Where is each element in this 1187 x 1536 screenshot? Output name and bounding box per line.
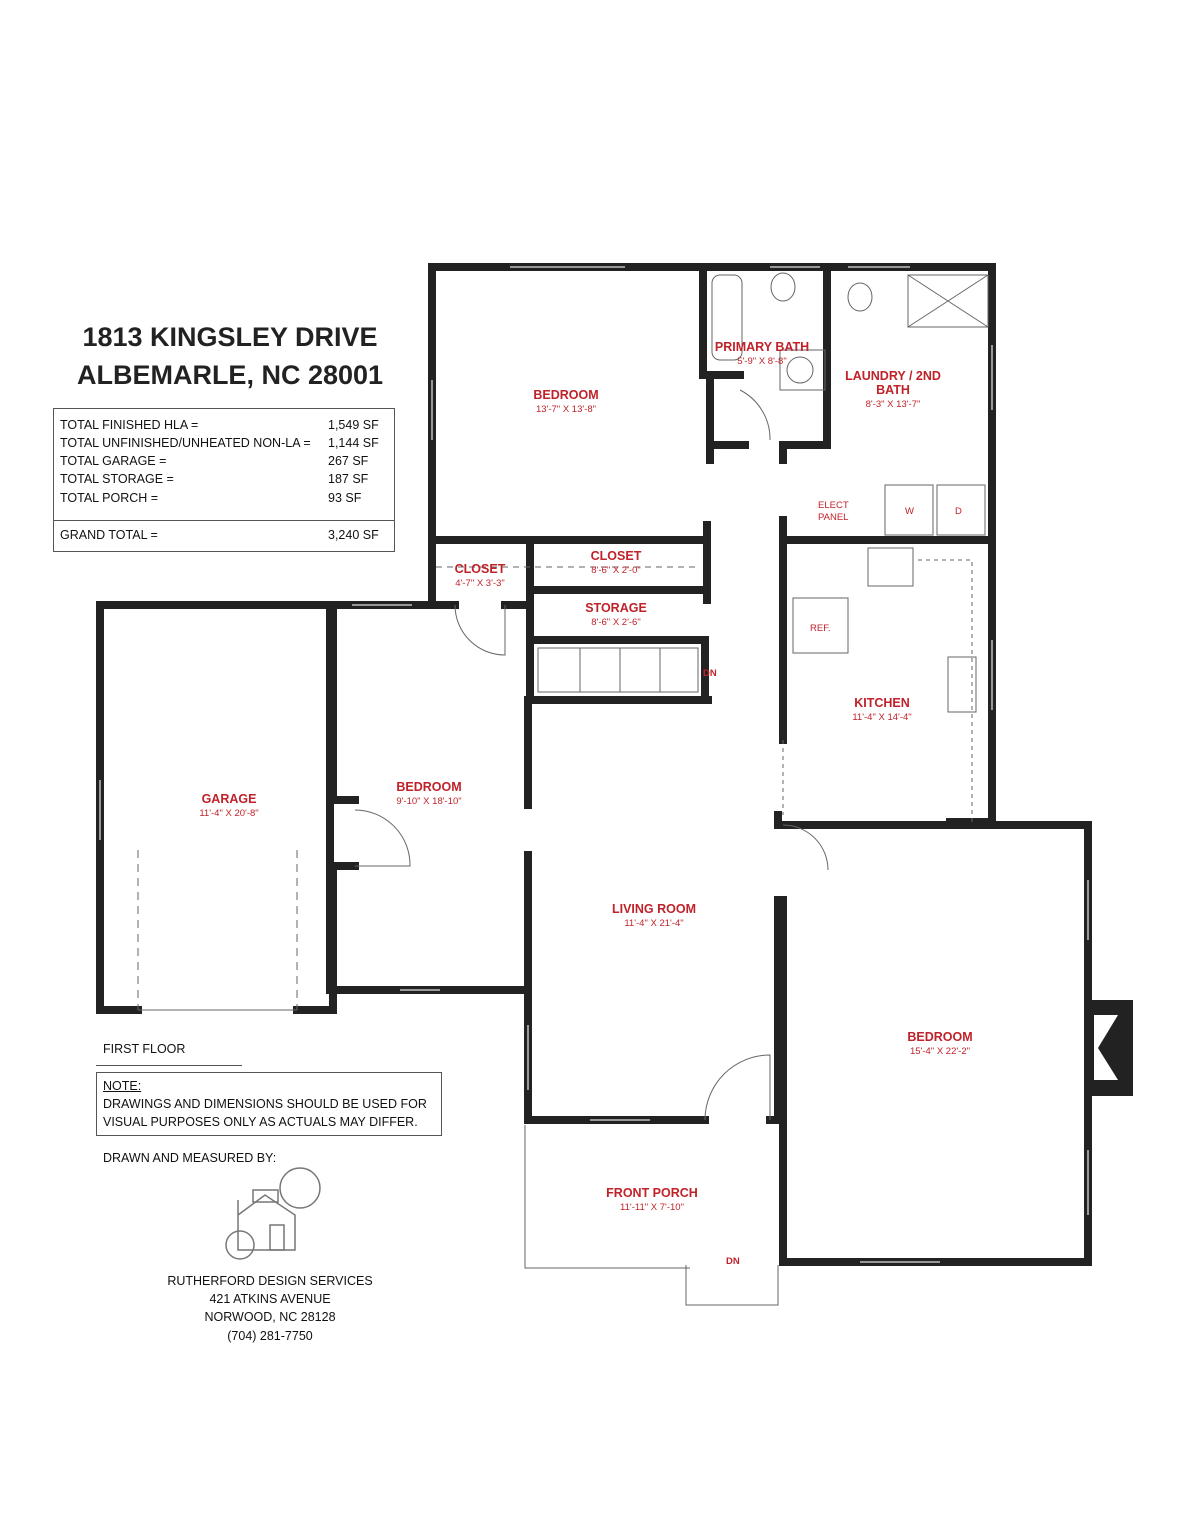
porch-dn-label: DN — [726, 1256, 740, 1267]
total-row: TOTAL STORAGE =187 SF — [60, 472, 369, 486]
area-totals-table: TOTAL FINISHED HLA =1,549 SF TOTAL UNFIN… — [53, 408, 395, 552]
walls — [96, 263, 1092, 1266]
company-city: NORWOOD, NC 28128 — [204, 1310, 336, 1324]
ref-label: REF. — [810, 623, 831, 634]
elect-panel-label: ELECT PANEL — [818, 500, 849, 523]
drawn-by-label: DRAWN AND MEASURED BY: — [103, 1151, 277, 1165]
company-street: 421 ATKINS AVENUE — [209, 1292, 331, 1306]
total-row: TOTAL GARAGE =267 SF — [60, 454, 369, 468]
total-row: TOTAL UNFINISHED/UNHEATED NON-LA =1,144 … — [60, 436, 379, 450]
washer-label: W — [905, 506, 914, 517]
dryer-label: D — [955, 506, 962, 517]
company-phone: (704) 281-7750 — [227, 1329, 313, 1343]
stairs-dn-label: DN — [703, 668, 717, 679]
windows — [99, 266, 1089, 1263]
floor-label-underline — [96, 1065, 242, 1066]
company-name: RUTHERFORD DESIGN SERVICES — [167, 1274, 373, 1288]
grand-total-row: GRAND TOTAL =3,240 SF — [60, 528, 379, 542]
address-line1: 1813 KINGSLEY DRIVE — [82, 322, 378, 352]
total-row: TOTAL PORCH =93 SF — [60, 491, 362, 505]
divider — [54, 520, 394, 521]
address-line2: ALBEMARLE, NC 28001 — [76, 360, 384, 390]
thin-lines — [137, 272, 989, 1306]
floor-label: FIRST FLOOR — [103, 1042, 186, 1056]
total-row: TOTAL FINISHED HLA =1,549 SF — [60, 418, 379, 432]
note-box: NOTE: DRAWINGS AND DIMENSIONS SHOULD BE … — [96, 1072, 442, 1136]
